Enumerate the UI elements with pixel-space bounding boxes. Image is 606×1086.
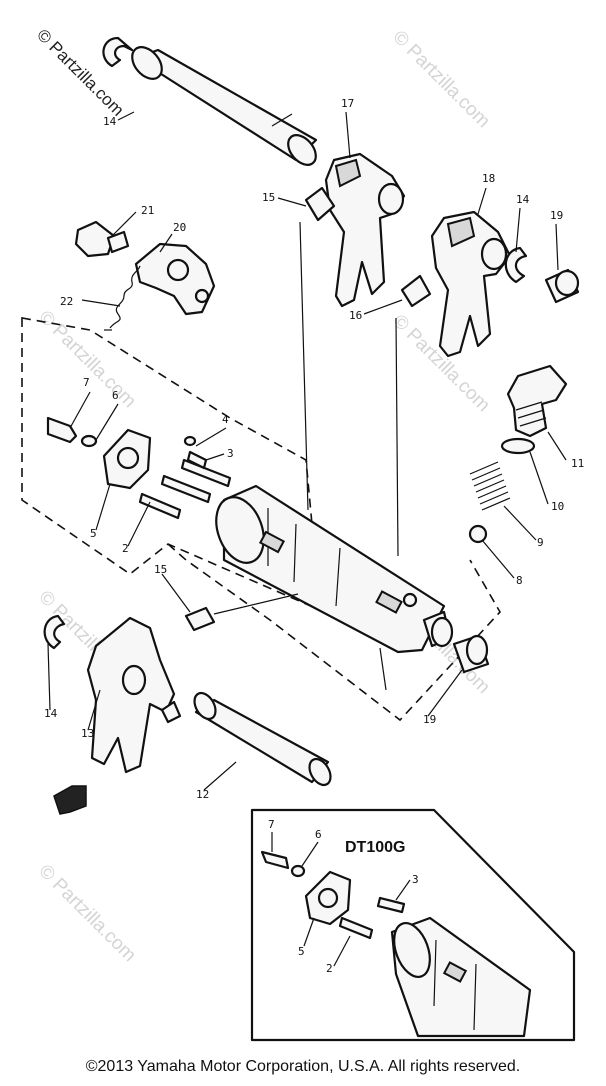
callout-label: 14 [44,707,58,720]
callout-label: 3 [227,447,234,460]
callout-label: 19 [550,209,563,222]
callout-label: 5 [298,945,305,958]
callout-label: 14 [516,193,530,206]
collar-lower [452,634,490,674]
fork-leader-18 [395,317,399,557]
callout-label: 6 [112,389,119,402]
inset-parts [260,850,532,1038]
callout-label: 20 [173,221,186,234]
fork-leader-bottom [379,647,387,691]
callout-label: 18 [482,172,495,185]
callout-label: 8 [516,574,523,587]
callout-label: 10 [551,500,564,513]
circlip-lower [43,614,66,650]
callout-label: 7 [83,376,90,389]
callout-label: 21 [141,204,154,217]
guide-pin-lower [184,606,216,632]
callout-label: 14 [103,115,117,128]
watermark-tile: © Partzilla.com [34,861,139,966]
watermark-tile: © Partzilla.com [388,27,493,132]
callout-label: 16 [349,309,362,322]
inset-model-label: DT100G [345,839,405,856]
callout-label: 17 [341,97,354,110]
callout-label: 7 [268,818,275,831]
callout-label: 12 [196,788,209,801]
lower-shift-shaft [193,691,332,787]
shift-drum [215,484,454,654]
callout-label: 15 [154,563,167,576]
shift-fork-13 [86,616,182,774]
callout-label: 2 [122,542,129,555]
callout-label: 11 [571,457,584,470]
callout-label: 22 [60,295,73,308]
front-arrow-icon [53,785,87,815]
right-circlip-and-collar [504,246,580,304]
shift-fork-18 [430,210,512,358]
fork-leader-17 [299,221,309,511]
stopper-assembly [74,220,216,331]
shift-fork-17 [324,152,406,308]
top-shift-shaft [102,36,318,166]
callout-label: 2 [326,962,333,975]
callout-label: 6 [315,828,322,841]
callout-label: 13 [81,727,94,740]
detent-assembly [468,364,568,544]
callout-label: 19 [423,713,436,726]
guide-pins [304,186,432,308]
dashed-outline-lower [167,543,501,722]
callout-labels: 14 21 20 17 15 18 14 19 22 16 7 6 4 3 11… [44,97,584,975]
callout-leaders [47,111,567,967]
segment-assembly [46,416,232,520]
callout-label: 4 [222,413,229,426]
callout-label: 9 [537,536,544,549]
callout-label: 15 [262,191,275,204]
callout-label: 3 [412,873,419,886]
copyright-notice: ©2013 Yamaha Motor Corporation, U.S.A. A… [85,1058,521,1075]
callout-label: 5 [90,527,97,540]
